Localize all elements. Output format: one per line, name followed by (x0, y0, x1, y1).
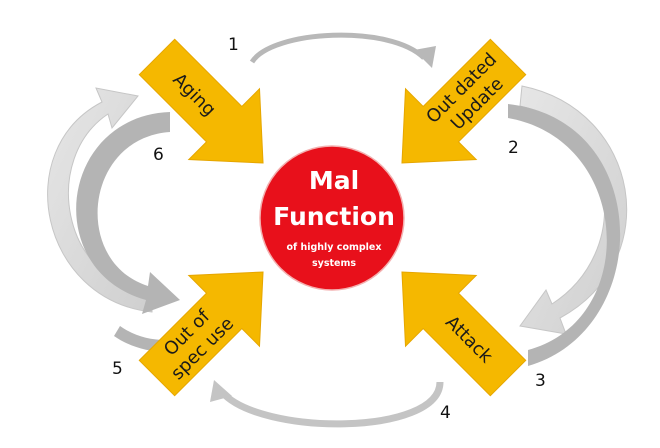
malfunction-circle (259, 145, 405, 291)
center-subtitle-line2: systems (312, 258, 356, 269)
step-number-5: 5 (112, 359, 123, 379)
center-title-line2: Function (273, 202, 395, 231)
left-dark-curve-arrow (76, 112, 180, 314)
bottom-thin-curve-arrow (219, 381, 444, 428)
center-subtitle-line1: of highly complex (287, 242, 382, 253)
top-thin-curve-arrow (249, 32, 426, 64)
step-number-3: 3 (535, 371, 546, 391)
left-dark-tail (114, 326, 165, 352)
step-number-6: 6 (153, 145, 164, 165)
center-title-line1: Mal (309, 166, 359, 195)
step-number-4: 4 (440, 403, 451, 423)
outdated-update-arrow: Out dated Update (401, 38, 527, 164)
top-thin-arrowhead (414, 46, 436, 68)
out-of-spec-arrow: Out of spec use (138, 271, 264, 397)
right-dark-curve-arrow (508, 104, 621, 366)
step-number-1: 1 (228, 35, 239, 55)
bottom-thin-arrowhead (210, 380, 232, 402)
attack-arrow: Attack (401, 271, 527, 397)
aging-arrow: Aging (138, 38, 264, 164)
left-light-curve-arrow (47, 87, 153, 313)
step-number-2: 2 (508, 138, 519, 158)
